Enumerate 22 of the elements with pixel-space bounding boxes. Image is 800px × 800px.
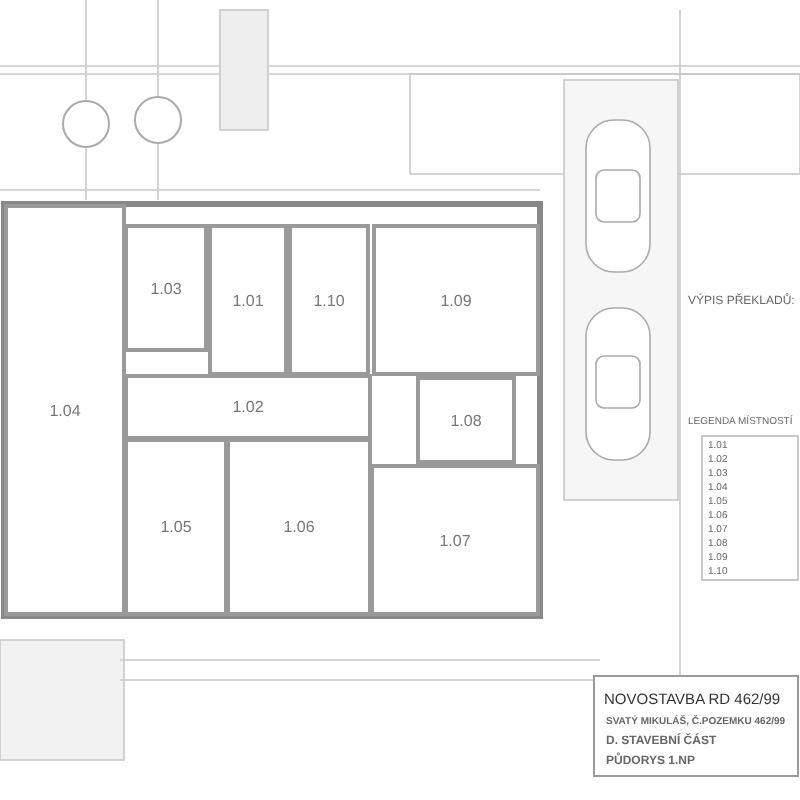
room-number: 1.03 bbox=[150, 279, 182, 297]
room-number: 1.09 bbox=[440, 291, 472, 309]
room-outline bbox=[208, 224, 288, 376]
room-number: 1.01 bbox=[232, 291, 264, 309]
room-number: 1.06 bbox=[283, 518, 315, 536]
room-outline bbox=[416, 376, 516, 464]
room-number: 1.05 bbox=[160, 518, 192, 536]
room-outline bbox=[124, 374, 372, 440]
room-outline bbox=[372, 224, 540, 376]
room-outline bbox=[370, 464, 540, 616]
reference-circle bbox=[62, 100, 110, 148]
room-number: 1.07 bbox=[439, 531, 471, 549]
room-outline bbox=[226, 438, 372, 616]
room-outline bbox=[4, 204, 126, 616]
room-outline bbox=[124, 438, 228, 616]
room-number: 1.02 bbox=[232, 398, 264, 416]
room-number: 1.08 bbox=[450, 411, 482, 429]
reference-circle bbox=[134, 96, 182, 144]
room-outline bbox=[124, 224, 208, 352]
room-number: 1.10 bbox=[313, 291, 345, 309]
room-outline bbox=[288, 224, 370, 376]
room-number: 1.04 bbox=[49, 401, 81, 419]
